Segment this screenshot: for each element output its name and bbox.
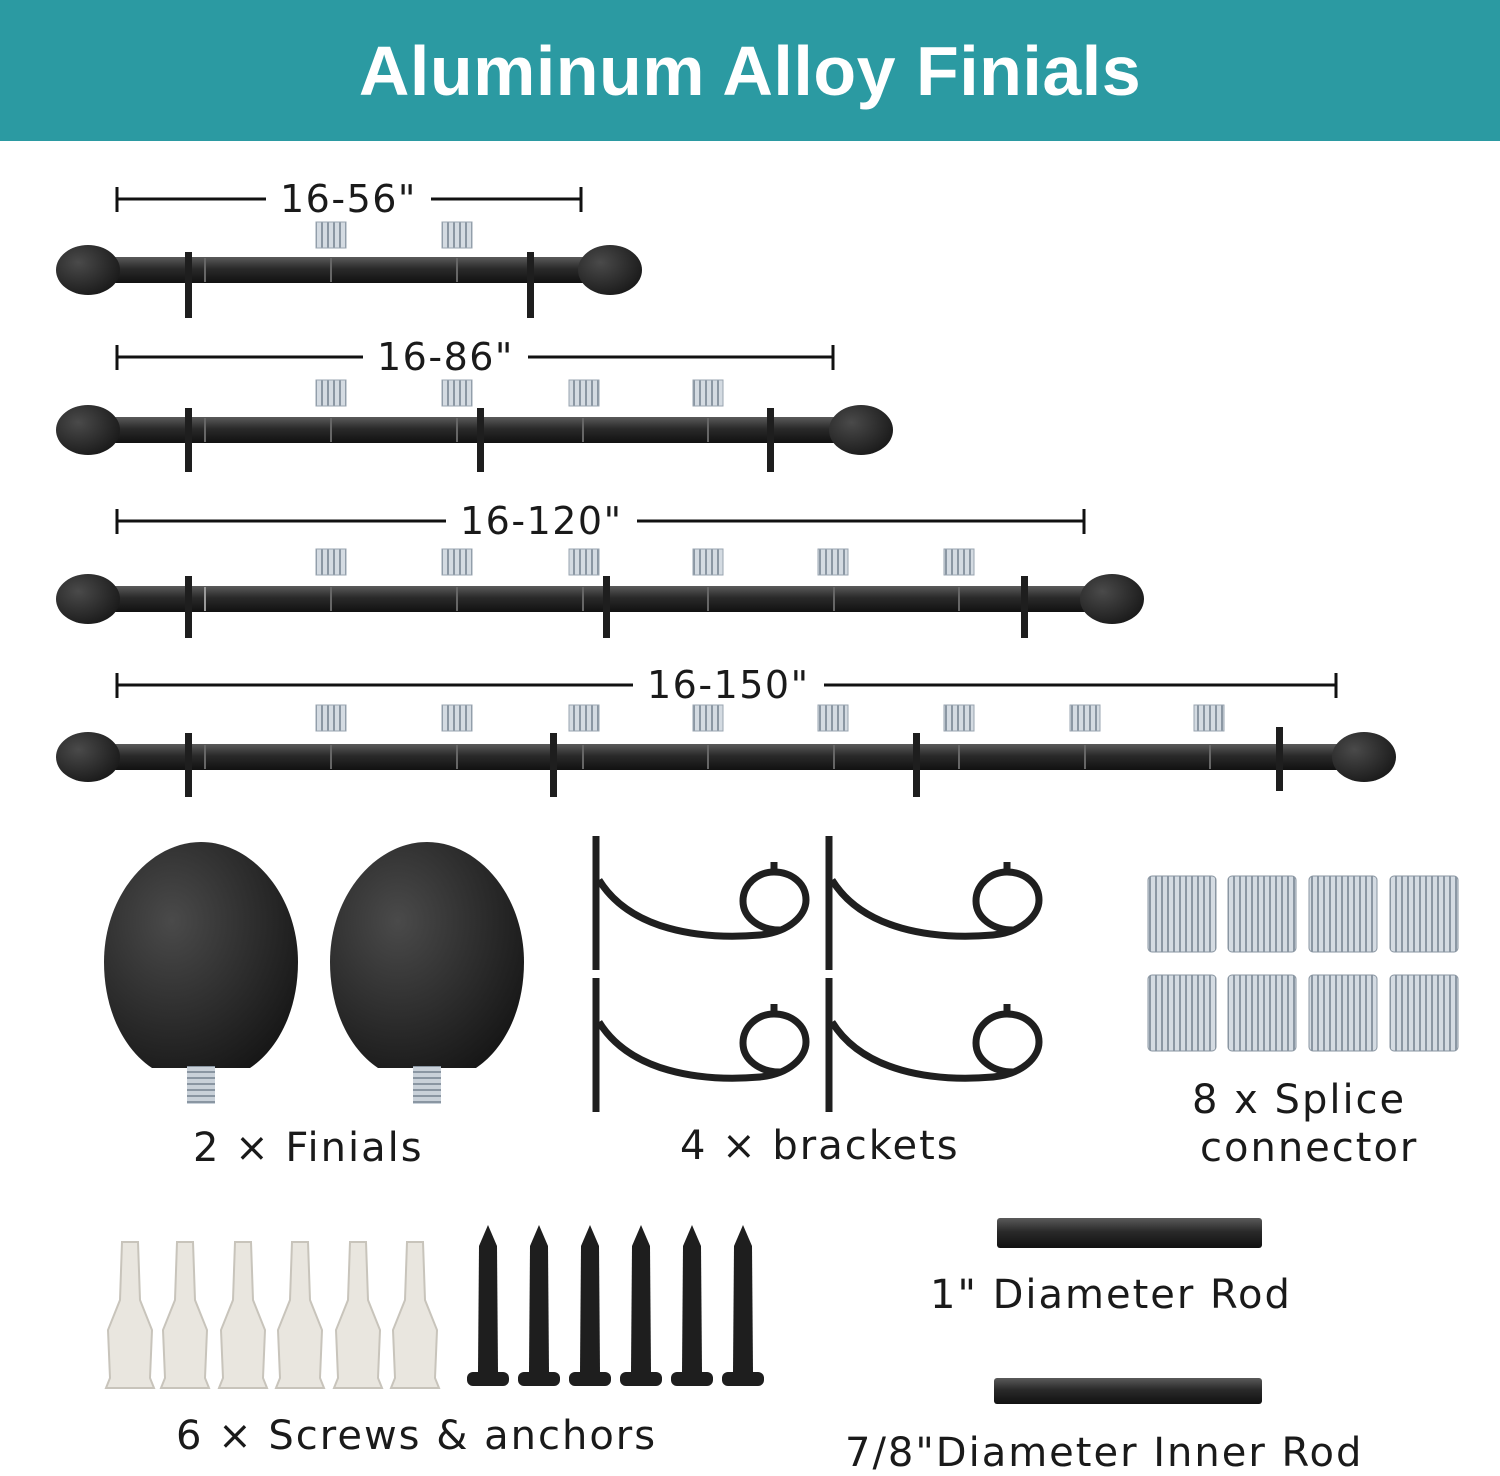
anchor bbox=[104, 1241, 156, 1389]
splice-connector bbox=[1389, 875, 1459, 953]
bracket bbox=[185, 252, 192, 318]
bracket-large bbox=[825, 836, 1043, 970]
screws-label: 6 × Screws & anchors bbox=[176, 1413, 658, 1459]
rod-length-label-1: 16-56" bbox=[266, 180, 431, 218]
rod-assembly-2 bbox=[56, 345, 893, 472]
screw bbox=[671, 1225, 713, 1386]
finials-illustration bbox=[104, 842, 524, 1104]
splice-connectors-illustration bbox=[1147, 875, 1459, 1052]
bracket bbox=[185, 576, 192, 638]
finial bbox=[1080, 574, 1144, 624]
anchor bbox=[332, 1241, 384, 1389]
finial bbox=[56, 732, 120, 782]
screw bbox=[722, 1225, 764, 1386]
bracket bbox=[1021, 576, 1028, 638]
bracket-large bbox=[592, 836, 810, 970]
screw bbox=[620, 1225, 662, 1386]
connector-icons bbox=[315, 548, 975, 576]
finial bbox=[578, 245, 642, 295]
rod-assembly-1 bbox=[56, 187, 642, 318]
bracket bbox=[527, 252, 534, 318]
inner-rod-label: 7/8"Diameter Inner Rod bbox=[845, 1430, 1364, 1476]
screw bbox=[518, 1225, 560, 1386]
rod-assembly-4 bbox=[56, 673, 1396, 797]
finial bbox=[1332, 732, 1396, 782]
title-banner: Aluminum Alloy Finials bbox=[0, 0, 1500, 141]
bracket-large bbox=[592, 978, 810, 1112]
finial-large bbox=[330, 842, 524, 1068]
bracket bbox=[550, 733, 557, 797]
finial bbox=[829, 405, 893, 455]
bracket bbox=[185, 408, 192, 472]
finial bbox=[56, 574, 120, 624]
screws-illustration bbox=[467, 1225, 764, 1386]
rod-assembly-3 bbox=[56, 509, 1144, 638]
finial-thread bbox=[413, 1066, 441, 1104]
bracket bbox=[1276, 727, 1283, 791]
finial-thread bbox=[187, 1066, 215, 1104]
connector-icons bbox=[315, 704, 1225, 732]
bracket bbox=[185, 733, 192, 797]
splice-connector bbox=[1308, 875, 1378, 953]
screw bbox=[569, 1225, 611, 1386]
splice-label-line2: connector bbox=[1200, 1125, 1419, 1171]
bracket-large bbox=[825, 978, 1043, 1112]
outer-rod-sample bbox=[997, 1218, 1262, 1248]
connector-icons bbox=[315, 221, 473, 249]
page-title: Aluminum Alloy Finials bbox=[358, 31, 1142, 110]
finial bbox=[56, 245, 120, 295]
screw bbox=[467, 1225, 509, 1386]
rod-length-label-3: 16-120" bbox=[446, 502, 637, 540]
outer-rod-label: 1" Diameter Rod bbox=[930, 1272, 1292, 1318]
connector-icons bbox=[315, 379, 724, 407]
finial bbox=[56, 405, 120, 455]
anchors-illustration bbox=[104, 1241, 441, 1389]
splice-connector bbox=[1147, 974, 1217, 1052]
anchor bbox=[274, 1241, 326, 1389]
anchor bbox=[389, 1241, 441, 1389]
brackets-label: 4 × brackets bbox=[680, 1123, 960, 1169]
splice-connector bbox=[1227, 974, 1297, 1052]
anchor bbox=[159, 1241, 211, 1389]
splice-connector bbox=[1308, 974, 1378, 1052]
inner-rod-sample bbox=[994, 1378, 1262, 1404]
rod-length-label-2: 16-86" bbox=[363, 338, 528, 376]
rod-length-label-4: 16-150" bbox=[633, 666, 824, 704]
finials-label: 2 × Finials bbox=[193, 1125, 424, 1171]
bracket bbox=[603, 576, 610, 638]
splice-connector bbox=[1227, 875, 1297, 953]
bracket bbox=[477, 408, 484, 472]
product-illustration bbox=[56, 187, 1459, 1404]
splice-connector bbox=[1147, 875, 1217, 953]
finial-large bbox=[104, 842, 298, 1068]
splice-connector bbox=[1389, 974, 1459, 1052]
bracket bbox=[767, 408, 774, 472]
brackets-illustration bbox=[592, 836, 1043, 1112]
splice-label-line1: 8 x Splice bbox=[1192, 1077, 1407, 1123]
bracket bbox=[913, 733, 920, 797]
anchor bbox=[217, 1241, 269, 1389]
